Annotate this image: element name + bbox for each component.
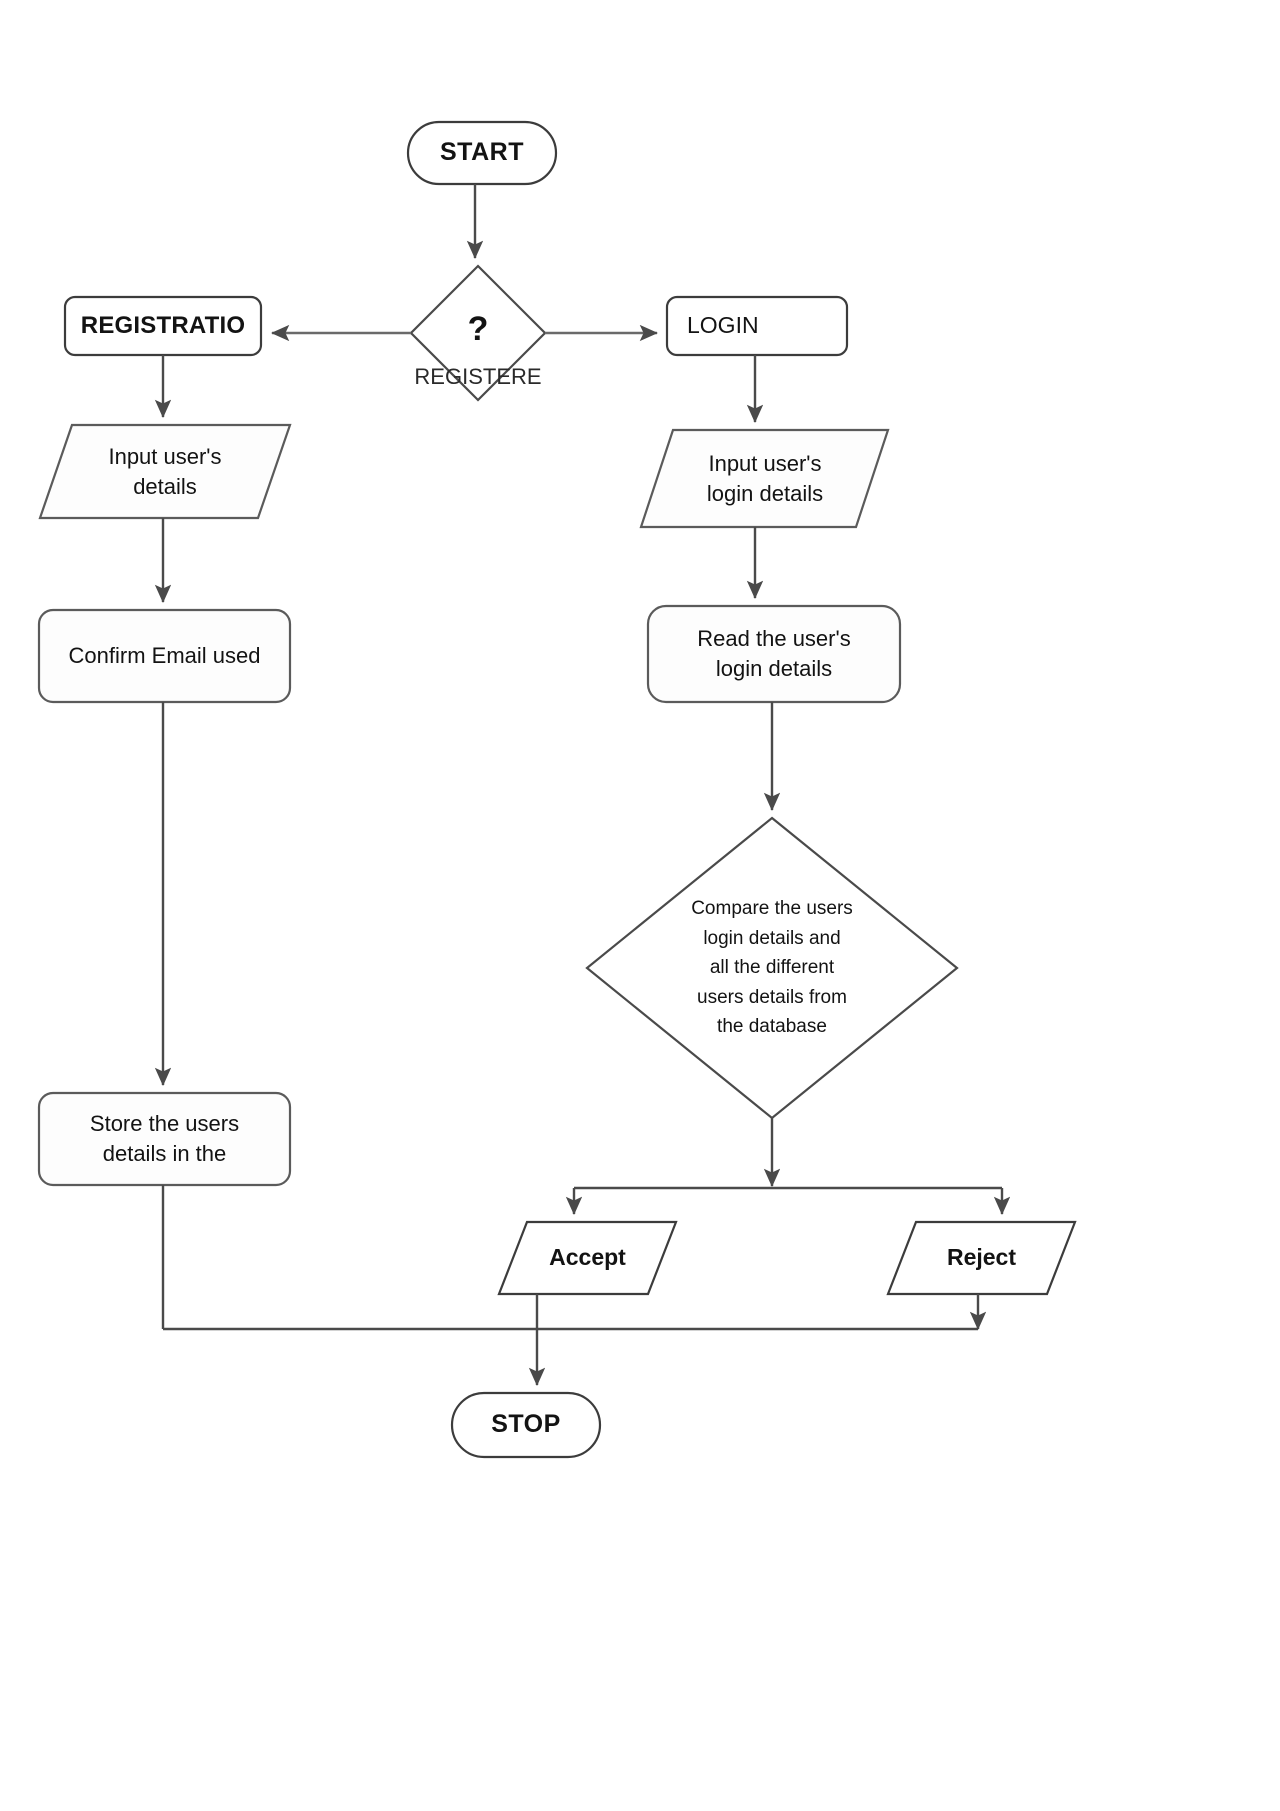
store-details-shape — [37, 1091, 292, 1187]
reject-shape — [886, 1220, 1077, 1296]
decision-registered-shape — [409, 264, 547, 402]
read-login-details-shape — [646, 604, 902, 704]
accept-shape — [497, 1220, 678, 1296]
stop-shape — [450, 1391, 602, 1459]
compare-decision-shape — [585, 816, 959, 1120]
confirm-email-shape — [37, 608, 292, 704]
input-login-details-shape — [639, 428, 890, 529]
input-user-details-shape — [38, 423, 292, 520]
start-shape — [406, 120, 558, 186]
login-shape — [665, 295, 849, 357]
registration-shape — [63, 295, 263, 357]
